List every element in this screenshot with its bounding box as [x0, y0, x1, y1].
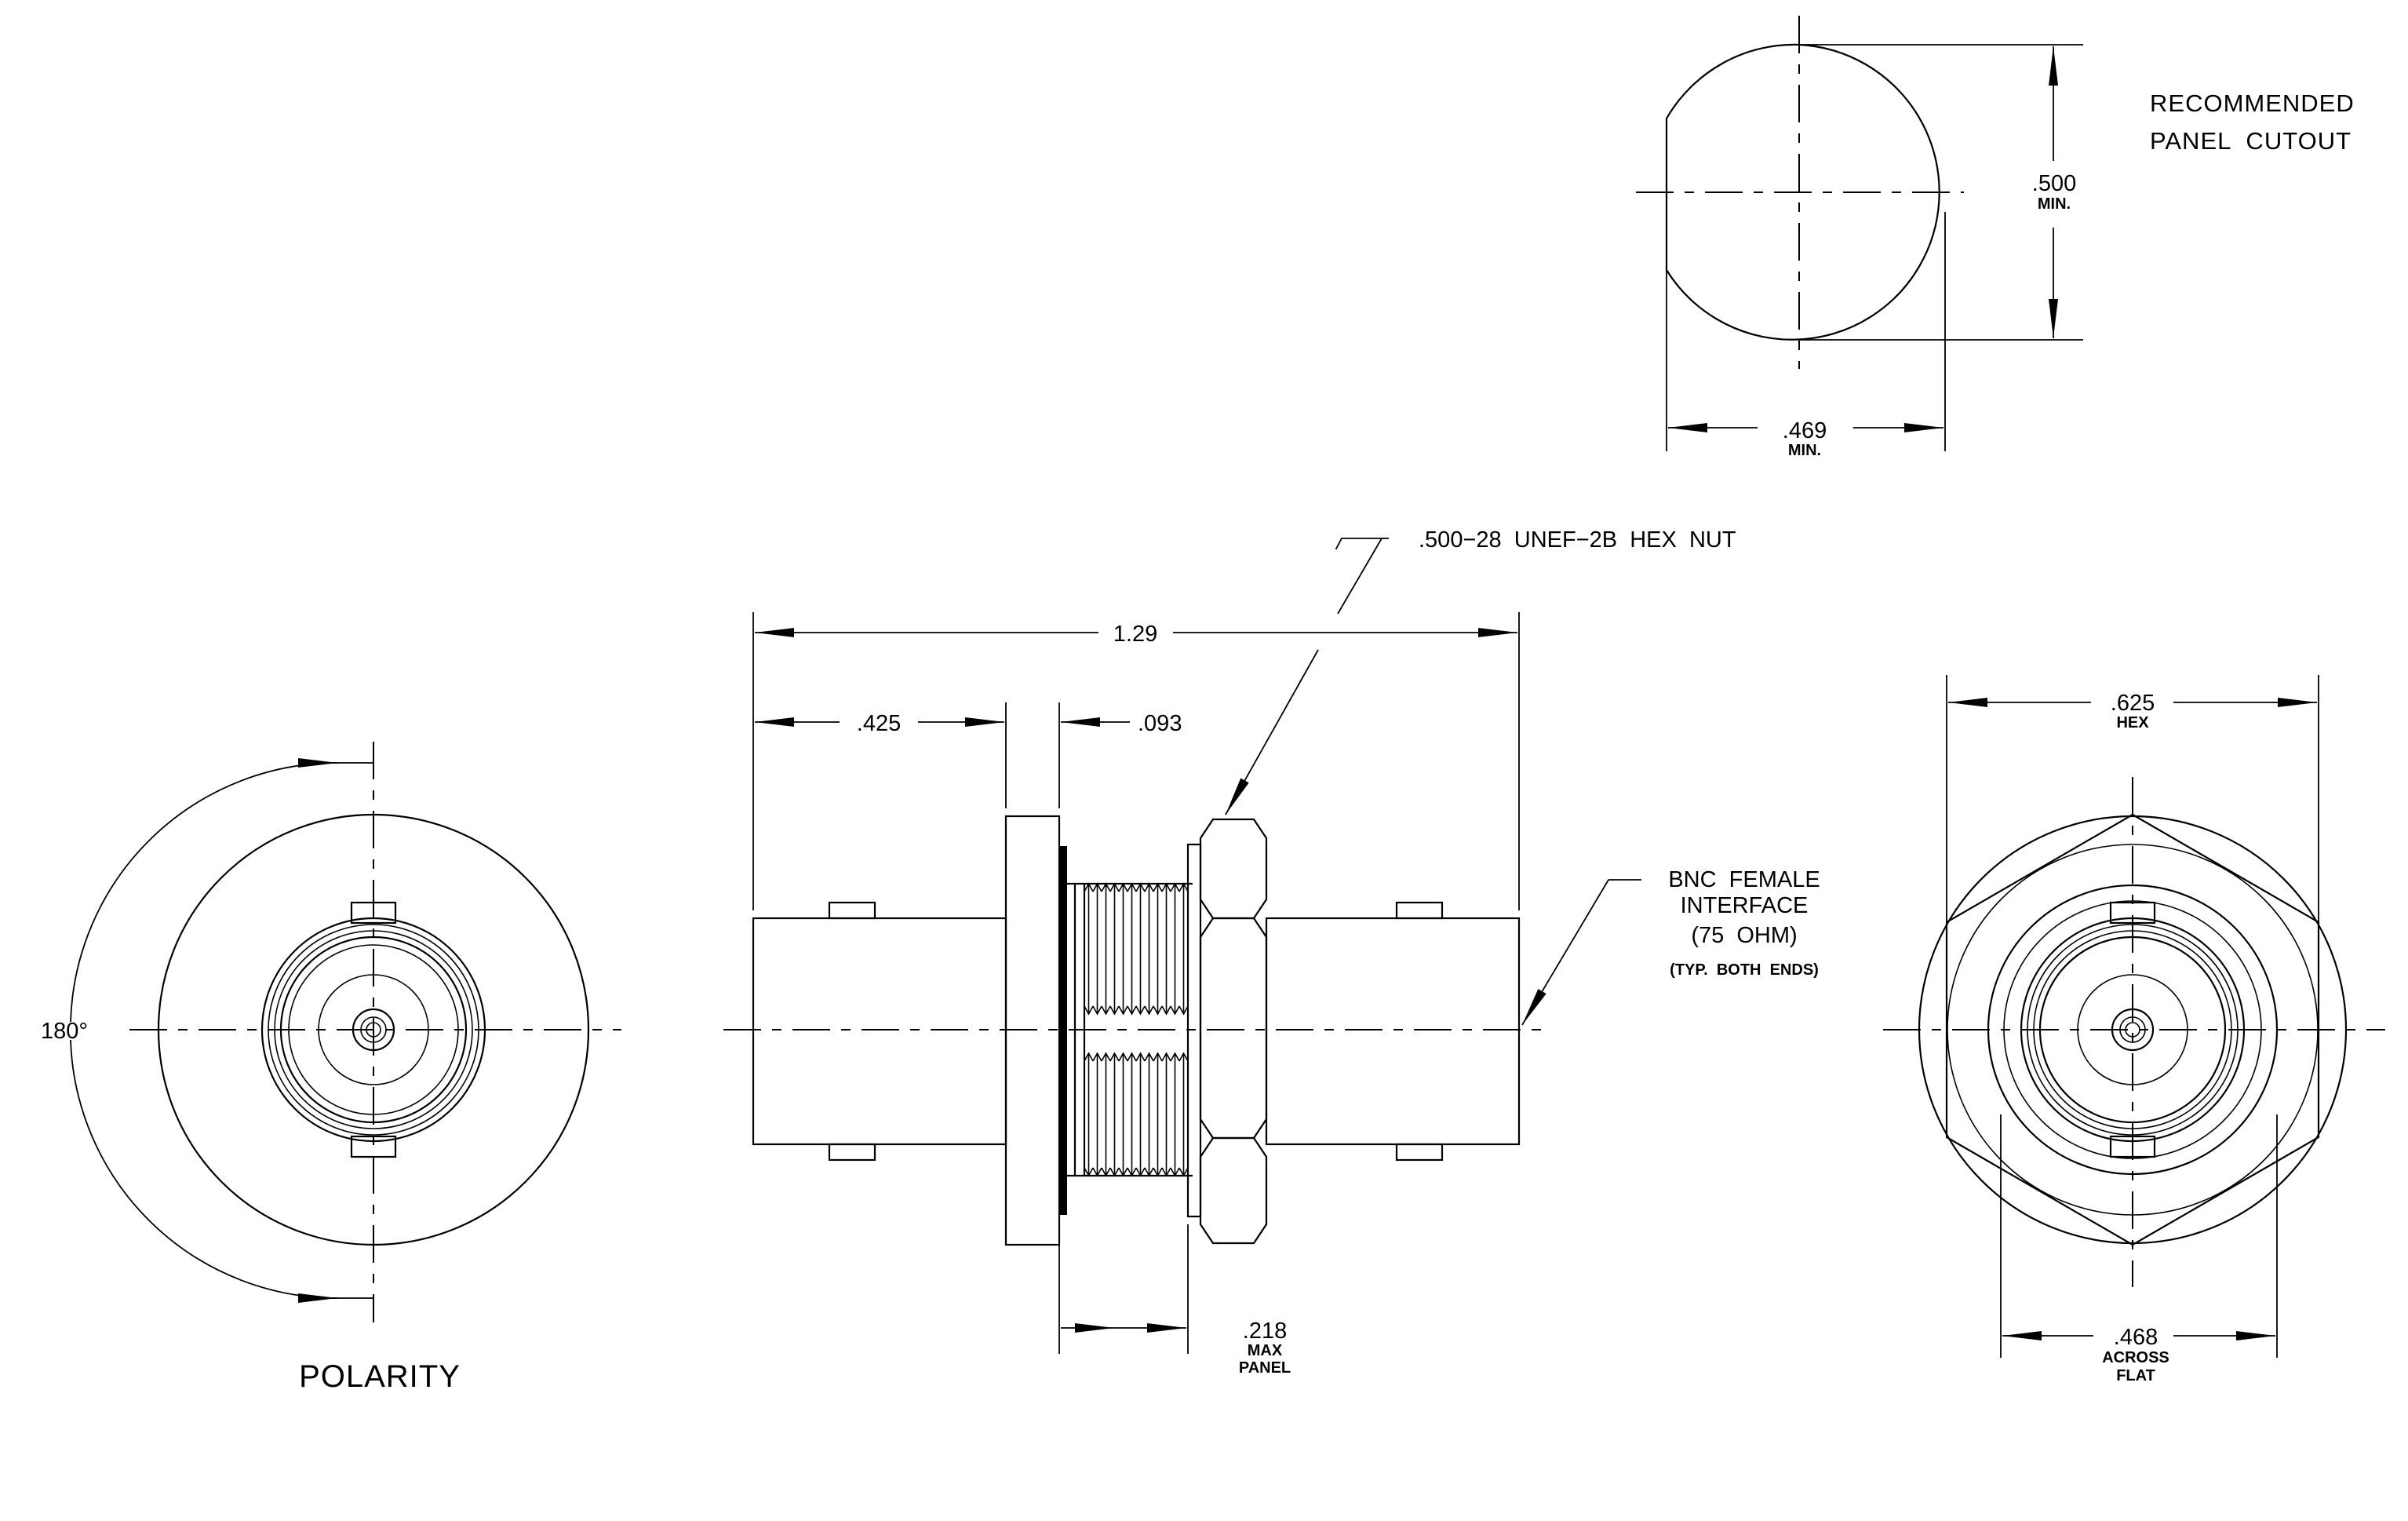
side-panel-note-2: PANEL: [1239, 1359, 1291, 1377]
polarity-view: 180° POLARITY: [41, 742, 621, 1394]
hex-size-note: HEX: [2116, 714, 2149, 731]
flat-size-note-1: ACROSS: [2102, 1349, 2169, 1366]
cutout-height-value: .500: [2032, 171, 2076, 196]
cutout-title-line2: PANEL CUTOUT: [2150, 127, 2352, 155]
side-length-end: .425: [857, 711, 901, 736]
cutout-title-line1: RECOMMENDED: [2150, 89, 2355, 117]
polarity-angle-label: 180°: [41, 1019, 88, 1044]
side-length-overall: 1.29: [1113, 622, 1157, 647]
cutout-height-note: MIN.: [2038, 195, 2071, 213]
polarity-caption: POLARITY: [299, 1359, 461, 1394]
hex-nut-callout: .500−28 UNEF−2B HEX NUT: [1419, 527, 1736, 553]
thread-zigzag: [1084, 1052, 1189, 1177]
side-flange-thickness: .093: [1138, 711, 1182, 736]
side-view: 1.29 .425 .093 .218 MAX PANEL .500−28 UN…: [723, 527, 1820, 1377]
flat-size-value: .468: [2114, 1325, 2158, 1350]
cutout-width-note: MIN.: [1788, 442, 1821, 459]
cutout-width-value: .469: [1783, 418, 1827, 443]
interface-line4: (TYP. BOTH ENDS): [1670, 961, 1819, 979]
panel-cutout-view: .500 MIN. .469 MIN. RECOMMENDED PANEL CU…: [1636, 16, 2355, 459]
hex-end-view: .625 HEX .468 ACROSS FLAT: [1883, 675, 2385, 1384]
interface-line3: (75 OHM): [1691, 923, 1797, 948]
thread-lines: [1084, 882, 1189, 1177]
side-panel-value: .218: [1243, 1319, 1287, 1344]
thread-zigzag: [1084, 882, 1189, 1016]
interface-line1: BNC FEMALE: [1668, 867, 1820, 892]
interface-line2: INTERFACE: [1681, 893, 1809, 918]
side-panel-note-1: MAX: [1248, 1342, 1283, 1359]
flat-size-note-2: FLAT: [2116, 1367, 2155, 1384]
hex-size-value: .625: [2111, 691, 2155, 716]
